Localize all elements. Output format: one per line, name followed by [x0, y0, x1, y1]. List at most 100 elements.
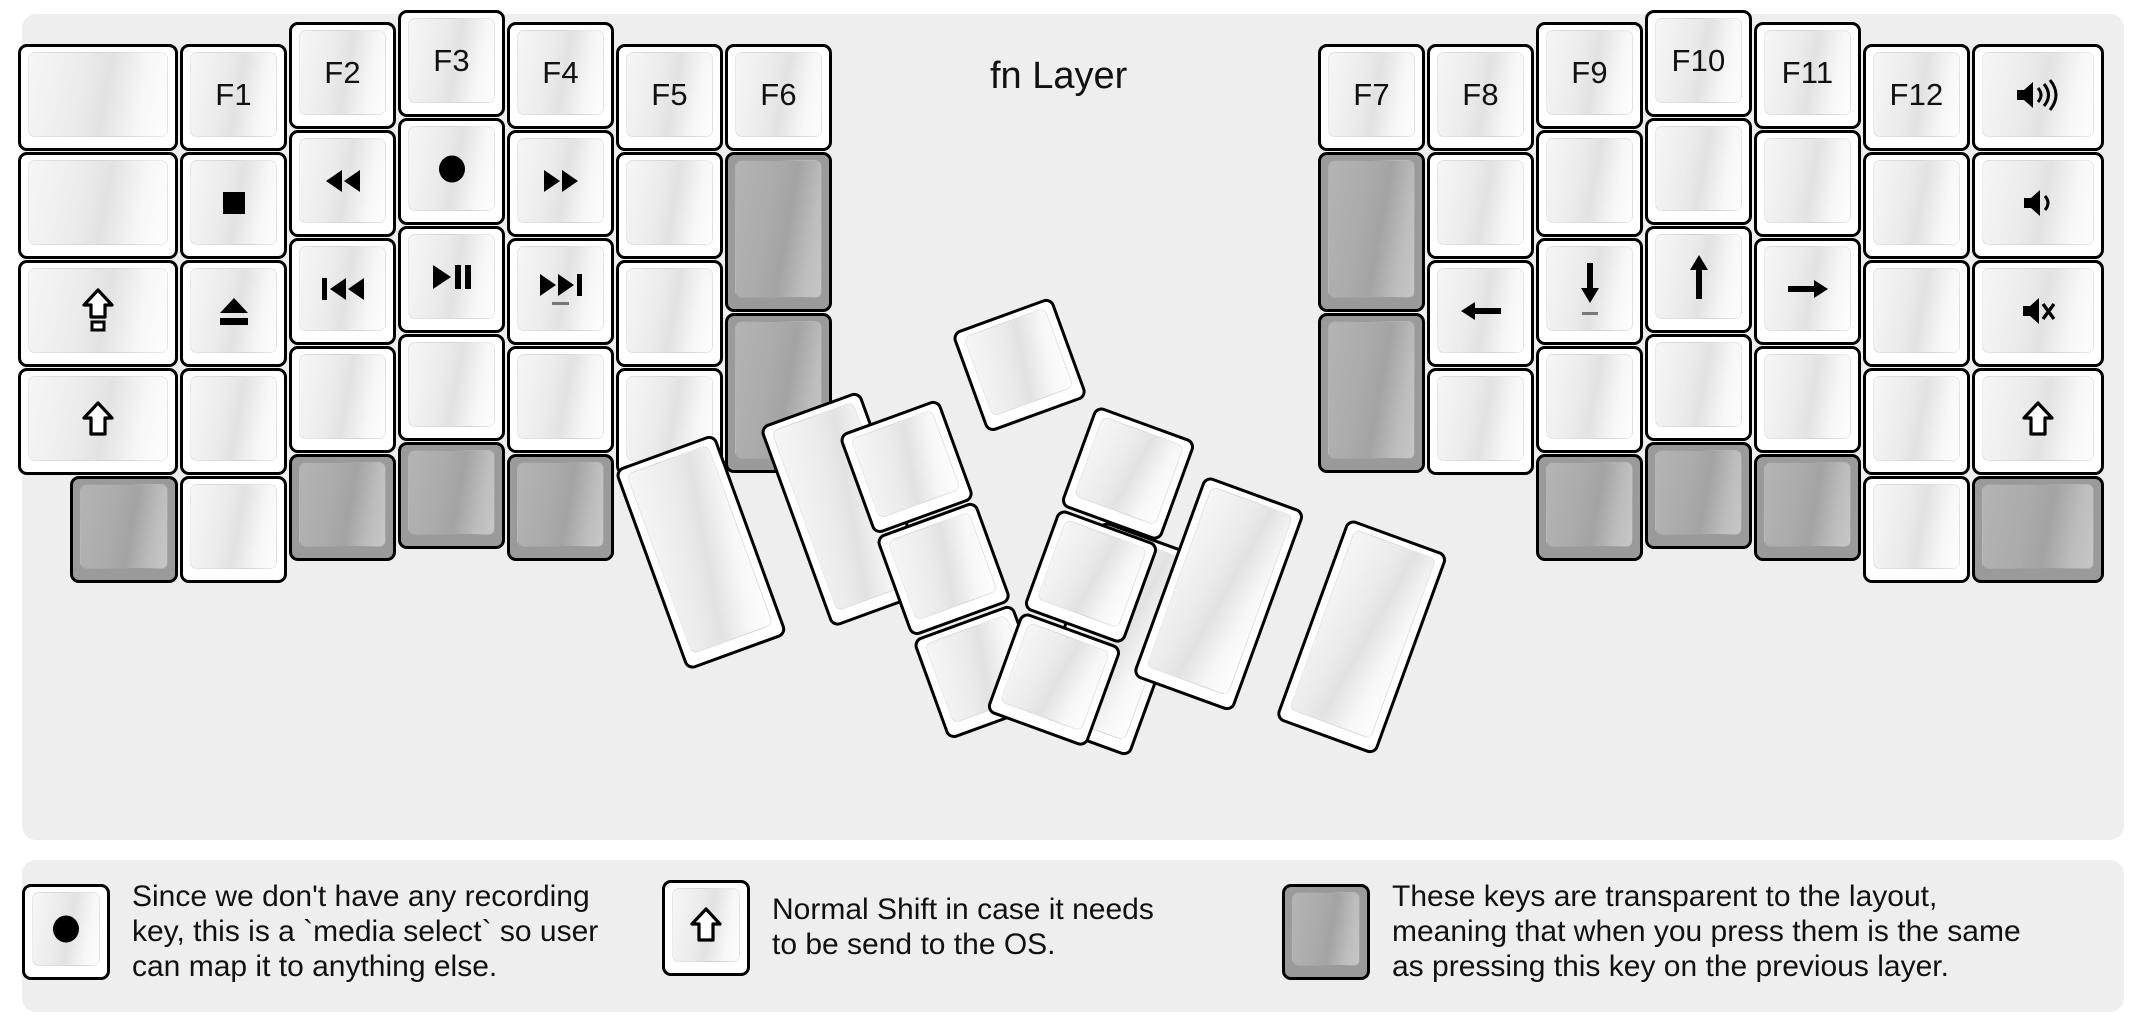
keycap-transparent[interactable] — [1318, 313, 1425, 473]
keycap-surface — [1764, 354, 1851, 439]
keycap[interactable] — [1754, 130, 1861, 237]
keycap[interactable] — [180, 368, 287, 475]
keycap[interactable] — [1536, 238, 1643, 345]
keycap[interactable] — [289, 130, 396, 237]
keycap-surface: F11 — [1764, 30, 1851, 115]
keycap[interactable] — [1863, 260, 1970, 367]
keycap[interactable] — [616, 260, 723, 367]
keycap-label: F4 — [542, 55, 579, 90]
keycap[interactable]: F10 — [1645, 10, 1752, 117]
keycap[interactable] — [1536, 130, 1643, 237]
keycap[interactable]: F8 — [1427, 44, 1534, 151]
keycap[interactable] — [180, 476, 287, 583]
keycap[interactable] — [18, 152, 178, 259]
keycap-transparent[interactable] — [1754, 454, 1861, 561]
keycap-surface: F7 — [1328, 52, 1415, 137]
keycap[interactable] — [1754, 346, 1861, 453]
keycap-surface — [1546, 354, 1633, 439]
caps-lock-shift-icon — [81, 287, 115, 334]
keycap[interactable] — [1972, 368, 2104, 475]
keycap-transparent[interactable] — [70, 476, 178, 583]
keycap-transparent[interactable] — [1536, 454, 1643, 561]
keycap[interactable]: F6 — [725, 44, 832, 151]
keycap-transparent[interactable] — [1318, 152, 1425, 312]
keycap-surface: F8 — [1437, 52, 1524, 137]
keycap-surface — [190, 484, 277, 569]
media-fast-forward-icon — [541, 168, 581, 194]
keycap-surface — [190, 160, 277, 245]
arrow-down-icon — [1577, 261, 1603, 317]
keycap[interactable] — [507, 130, 614, 237]
keycap-surface — [1764, 138, 1851, 223]
keycap-transparent[interactable] — [725, 152, 832, 312]
keycap[interactable] — [1972, 260, 2104, 367]
keycap[interactable] — [289, 346, 396, 453]
keycap[interactable] — [180, 260, 287, 367]
keycap[interactable]: F1 — [180, 44, 287, 151]
keycap[interactable]: F2 — [289, 22, 396, 129]
keycap-transparent[interactable] — [1645, 442, 1752, 549]
keycap[interactable] — [1972, 152, 2104, 259]
keycap[interactable] — [398, 334, 505, 441]
keycap[interactable] — [1972, 44, 2104, 151]
media-next-track-icon — [538, 272, 584, 306]
keycap-surface: F4 — [517, 30, 604, 115]
keycap — [662, 880, 750, 976]
keycap[interactable] — [1427, 368, 1534, 475]
keycap[interactable]: F11 — [1754, 22, 1861, 129]
keycap[interactable] — [289, 238, 396, 345]
keycap-surface: F10 — [1655, 18, 1742, 103]
keycap-label: F7 — [1353, 77, 1390, 112]
keycap-surface — [80, 484, 168, 569]
legend-media-select: Since we don't have any recording key, t… — [22, 880, 598, 984]
keycap[interactable]: F9 — [1536, 22, 1643, 129]
keycap[interactable] — [398, 118, 505, 225]
keycap-surface — [1036, 518, 1148, 629]
keycap[interactable] — [18, 368, 178, 475]
keycap[interactable] — [18, 44, 178, 151]
keycap[interactable] — [1863, 368, 1970, 475]
keycap-surface — [299, 354, 386, 439]
keycap-surface — [626, 160, 713, 245]
keycap-surface: F6 — [735, 52, 822, 137]
keycap-surface — [190, 268, 277, 353]
keycap-surface — [408, 450, 495, 535]
keycap[interactable] — [1645, 334, 1752, 441]
keycap[interactable] — [616, 152, 723, 259]
keycap-transparent[interactable] — [507, 454, 614, 561]
keycap[interactable] — [1863, 152, 1970, 259]
keycap[interactable]: F4 — [507, 22, 614, 129]
keycap[interactable] — [1645, 118, 1752, 225]
keycap[interactable] — [1427, 260, 1534, 367]
keycap-surface: F5 — [626, 52, 713, 137]
keycap-transparent[interactable] — [1972, 476, 2104, 583]
page-title: fn Layer — [990, 55, 1128, 97]
keycap-surface — [517, 462, 604, 547]
keycap-surface — [408, 342, 495, 427]
keycap[interactable]: F7 — [1318, 44, 1425, 151]
keycap-transparent[interactable] — [289, 454, 396, 561]
keycap[interactable] — [1754, 238, 1861, 345]
arrow-up-icon — [1686, 253, 1712, 301]
keycap[interactable]: F3 — [398, 10, 505, 117]
keycap[interactable] — [180, 152, 287, 259]
keycap-surface — [1546, 138, 1633, 223]
keycap[interactable] — [1427, 152, 1534, 259]
keycap[interactable] — [1863, 476, 1970, 583]
keycap-label: F3 — [433, 43, 470, 78]
keycap-transparent[interactable] — [398, 442, 505, 549]
keycap[interactable] — [398, 226, 505, 333]
keycap[interactable] — [1645, 226, 1752, 333]
keycap-transparent — [1282, 884, 1370, 981]
keycap[interactable] — [507, 238, 614, 345]
keycap[interactable]: F12 — [1863, 44, 1970, 151]
keycap-surface — [299, 138, 386, 223]
keycap[interactable] — [1536, 346, 1643, 453]
keycap[interactable] — [18, 260, 178, 367]
keycap[interactable]: F5 — [616, 44, 723, 151]
keycap-surface: F3 — [408, 18, 495, 103]
keycap-surface — [517, 246, 604, 331]
keycap[interactable] — [507, 346, 614, 453]
keycap-surface — [1437, 160, 1524, 245]
